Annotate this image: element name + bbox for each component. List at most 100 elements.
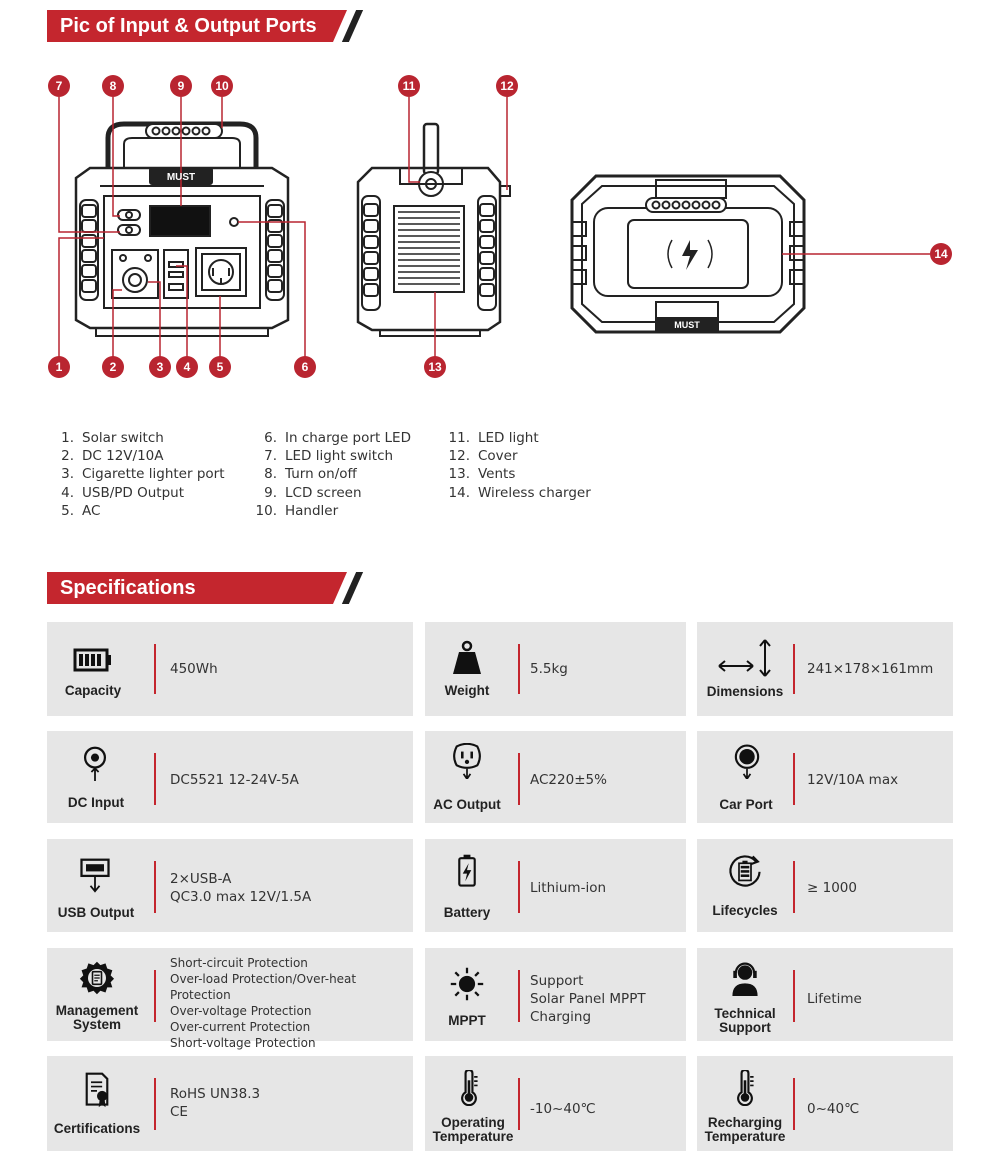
spec-card-dimensions: Dimensions 241×178×161mm xyxy=(697,622,953,716)
specs-section-banner: Specifications xyxy=(47,572,367,604)
legend-item: 6.In charge port LED xyxy=(264,430,411,446)
spec-value: 5.5kg xyxy=(530,661,568,677)
weight-icon xyxy=(453,640,481,674)
spec-card-car-port: Car Port 12V/10A max xyxy=(697,731,953,823)
legend-item: 7.LED light switch xyxy=(264,448,394,465)
legend-item: 14.Wireless charger xyxy=(448,484,591,501)
spec-value: DC5521 12-24V-5A xyxy=(170,772,299,788)
spec-value: ≥ 1000 xyxy=(807,880,857,896)
spec-label: Car Port xyxy=(719,797,773,812)
spec-value: 241×178×161mm xyxy=(807,661,934,677)
spec-label: DC Input xyxy=(67,795,125,810)
ports-section-title: Pic of Input & Output Ports xyxy=(60,15,317,37)
spec-label: Lifecycles xyxy=(712,903,778,918)
legend-item: 9.LCD screen xyxy=(264,484,362,501)
legend-item: 5.AC xyxy=(61,502,101,519)
spec-value: Short-circuit Protection Over-load Prote… xyxy=(170,956,357,1050)
gear-management-icon xyxy=(79,961,115,995)
headset-support-icon xyxy=(732,962,758,996)
specs-section-title: Specifications xyxy=(60,577,196,599)
callout-leader-lines xyxy=(58,97,930,357)
legend-column-3: 11.LED light 12.Cover 13.Vents 14.Wirele… xyxy=(448,430,591,503)
legend-column-2: 6.In charge port LED 7.LED light switch … xyxy=(255,430,411,521)
callout-13: 13 xyxy=(424,356,446,378)
spec-label: Operating Temperature xyxy=(432,1115,514,1144)
thermometer-icon xyxy=(461,1070,478,1106)
spec-label: Dimensions xyxy=(706,684,784,699)
spec-card-battery: Battery Lithium-ion xyxy=(425,839,686,932)
spec-card-dc-input: DC Input DC5521 12-24V-5A xyxy=(47,731,413,823)
legend-item: 13.Vents xyxy=(448,466,516,483)
callout-1: 1 xyxy=(48,356,70,378)
product-diagram: MUST MUST xyxy=(58,97,930,357)
spec-card-capacity: Capacity 450Wh xyxy=(47,622,413,716)
spec-card-ac-output: AC Output AC220±5% xyxy=(425,731,686,823)
legend-item: 11.LED light xyxy=(448,430,539,446)
spec-label: Battery xyxy=(443,905,491,920)
spec-value: Lifetime xyxy=(807,991,862,1007)
battery-cycle-icon xyxy=(729,855,761,887)
spec-value: 12V/10A max xyxy=(807,772,899,788)
spec-card-certifications: Certifications RoHS UN38.3 CE xyxy=(47,1056,413,1151)
car-port-icon xyxy=(734,744,760,779)
legend-item: 3.Cigarette lighter port xyxy=(61,466,225,483)
callout-8: 8 xyxy=(102,75,124,97)
spec-label: Recharging Temperature xyxy=(704,1115,786,1144)
front-view-drawing xyxy=(74,121,290,337)
spec-label: Certifications xyxy=(53,1121,141,1136)
spec-label: AC Output xyxy=(433,797,501,812)
spec-label: Weight xyxy=(444,683,490,698)
certificate-icon xyxy=(85,1072,109,1108)
battery-full-icon xyxy=(73,648,111,672)
ports-section-banner: Pic of Input & Output Ports xyxy=(47,10,367,42)
spec-value: 450Wh xyxy=(170,661,218,677)
spec-label: Capacity xyxy=(64,683,122,698)
legend-item: 12.Cover xyxy=(448,448,518,465)
spec-card-operating-temperature: Operating Temperature -10~40℃ xyxy=(425,1056,686,1151)
spec-value: RoHS UN38.3 CE xyxy=(170,1086,261,1120)
front-brand-text: MUST xyxy=(167,172,195,183)
spec-card-lifecycles: Lifecycles ≥ 1000 xyxy=(697,839,953,932)
callout-7: 7 xyxy=(48,75,70,97)
spec-label: Management System xyxy=(55,1003,139,1032)
thermometer-icon xyxy=(737,1070,754,1106)
battery-charge-icon xyxy=(458,854,476,887)
legend-item: 4.USB/PD Output xyxy=(61,484,184,501)
spec-card-management-system: Management System Short-circuit Protecti… xyxy=(47,948,413,1050)
spec-card-mppt: MPPT Support Solar Panel MPPT Charging xyxy=(425,948,686,1041)
callout-6: 6 xyxy=(294,356,316,378)
legend-item: 10.Handler xyxy=(255,502,339,519)
spec-card-usb-output: USB Output 2×USB-A QC3.0 max 12V/1.5A xyxy=(47,839,413,932)
legend-column-1: 1.Solar switch 2.DC 12V/10A 3.Cigarette … xyxy=(52,430,225,521)
spec-value: 0~40℃ xyxy=(807,1101,860,1117)
callout-4: 4 xyxy=(176,356,198,378)
top-view-drawing xyxy=(570,174,806,334)
callout-11: 11 xyxy=(398,75,420,97)
callout-5: 5 xyxy=(209,356,231,378)
spec-label: USB Output xyxy=(57,905,135,920)
spec-value: 2×USB-A QC3.0 max 12V/1.5A xyxy=(170,871,312,905)
callout-3: 3 xyxy=(149,356,171,378)
callout-9: 9 xyxy=(170,75,192,97)
spec-value: Lithium-ion xyxy=(530,880,607,896)
callout-10: 10 xyxy=(211,75,233,97)
spec-label: MPPT xyxy=(448,1013,486,1028)
spec-value: AC220±5% xyxy=(530,772,607,788)
callout-12: 12 xyxy=(496,75,518,97)
side-view-drawing xyxy=(356,122,511,337)
legend-item: 1.Solar switch xyxy=(61,430,164,446)
spec-label: Technical Support xyxy=(714,1006,776,1035)
spec-value: -10~40℃ xyxy=(530,1101,596,1117)
usb-output-icon xyxy=(80,858,110,893)
spec-card-recharging-temperature: Recharging Temperature 0~40℃ xyxy=(697,1056,953,1151)
callout-2: 2 xyxy=(102,356,124,378)
spec-card-technical-support: Technical Support Lifetime xyxy=(697,948,953,1041)
sun-icon xyxy=(450,967,484,1001)
spec-value: Support Solar Panel MPPT Charging xyxy=(530,973,646,1025)
top-brand-text: MUST xyxy=(674,320,700,330)
callout-14: 14 xyxy=(930,243,952,265)
legend-item: 2.DC 12V/10A xyxy=(61,448,164,465)
ac-outlet-icon xyxy=(453,743,481,779)
legend-item: 8.Turn on/off xyxy=(264,466,357,483)
dimensions-arrows-icon xyxy=(718,639,771,677)
